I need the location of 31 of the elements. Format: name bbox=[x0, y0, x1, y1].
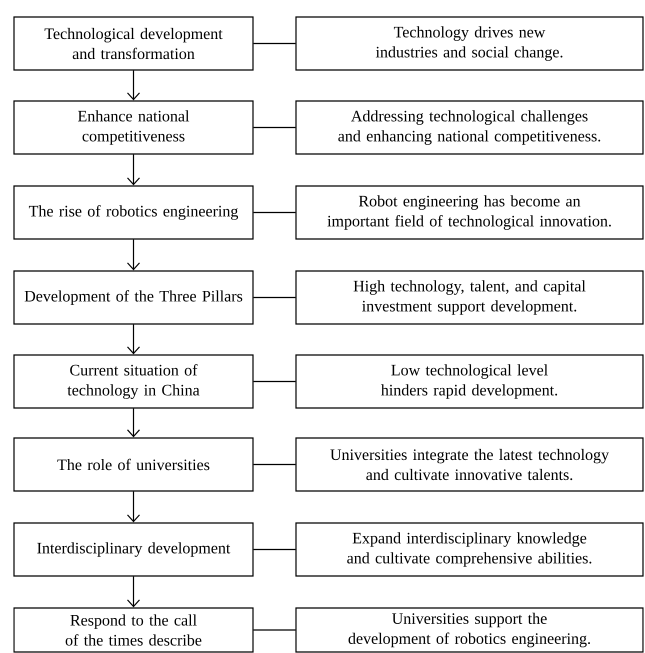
connector-line bbox=[254, 296, 296, 298]
arrow bbox=[127, 492, 140, 522]
connector-line bbox=[254, 548, 296, 550]
description-box: High technology, talent, and capital investment support development. bbox=[295, 270, 644, 325]
arrow bbox=[127, 576, 140, 608]
topic-box: Development of the Three Pillars bbox=[13, 270, 254, 325]
connector-line bbox=[254, 126, 296, 128]
connector-line bbox=[254, 464, 296, 466]
connector-line bbox=[254, 42, 296, 44]
topic-box: Enhance national competitiveness bbox=[13, 100, 254, 155]
description-box: Technology drives new industries and social change. bbox=[295, 16, 644, 71]
description-box: Universities support the development of robotics engineering. bbox=[295, 607, 644, 653]
topic-box: The rise of robotics engineering bbox=[13, 185, 254, 240]
topic-box: Respond to the call of the times describe bbox=[13, 607, 254, 653]
connector-line bbox=[254, 380, 296, 382]
connector-line bbox=[254, 212, 296, 214]
description-box: Low technological level hinders rapid development. bbox=[295, 354, 644, 409]
description-box: Universities integrate the latest technology and cultivate innovative talents. bbox=[295, 437, 644, 492]
arrow bbox=[127, 154, 140, 186]
description-box: Addressing technological challenges and enhancing national competitiveness. bbox=[295, 100, 644, 155]
arrow bbox=[127, 240, 140, 270]
topic-box: Interdisciplinary development bbox=[13, 522, 254, 577]
arrow bbox=[127, 70, 140, 100]
topic-box: Technological development and transformation bbox=[13, 16, 254, 71]
connector-line bbox=[254, 629, 296, 631]
description-box: Expand interdisciplinary knowledge and cultivate comprehensive abilities. bbox=[295, 522, 644, 577]
topic-box: The role of universities bbox=[13, 437, 254, 492]
description-box: Robot engineering has become an important field of technological innovation. bbox=[295, 185, 644, 240]
topic-box: Current situation of technology in China bbox=[13, 354, 254, 409]
arrow bbox=[127, 324, 140, 354]
arrow bbox=[127, 408, 140, 438]
